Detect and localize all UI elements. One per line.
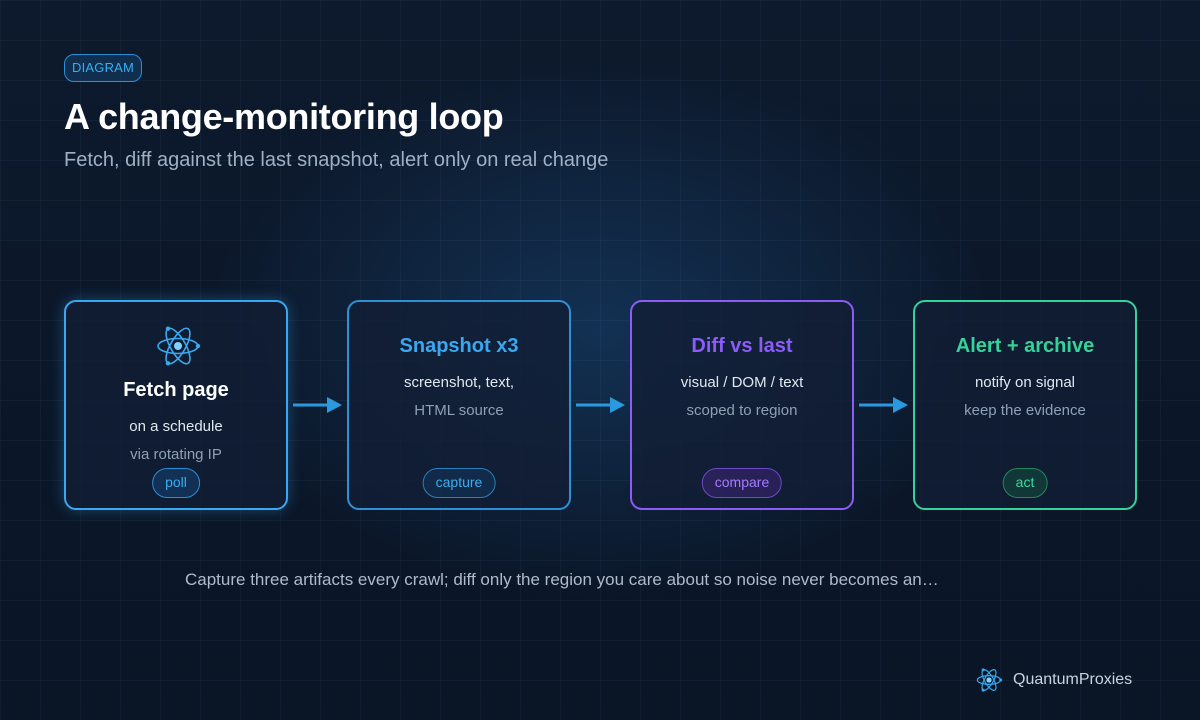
step-line-1: notify on signal xyxy=(974,374,1076,391)
step-heading: Snapshot x3 xyxy=(399,335,519,357)
step-card-snapshot: Snapshot x3 screenshot, text, HTML sourc… xyxy=(347,300,571,510)
step-tag: compare xyxy=(701,468,783,498)
step-card-fetch: Fetch page on a schedule via rotating IP… xyxy=(64,300,288,510)
brand-name: QuantumProxies xyxy=(1013,671,1133,688)
step-tag: act xyxy=(1002,468,1048,498)
step-line-1: screenshot, text, xyxy=(403,374,515,391)
step-heading: Fetch page xyxy=(123,379,229,401)
atom-logo-icon xyxy=(976,668,1003,692)
step-line-1: on a schedule xyxy=(129,418,223,435)
step-heading: Alert + archive xyxy=(955,335,1095,357)
step-tag: poll xyxy=(152,468,200,498)
step-card-alert: Alert + archive notify on signal keep th… xyxy=(913,300,1137,510)
diagram-tag: DIAGRAM xyxy=(64,54,143,82)
diagram-caption: Capture three artifacts every crawl; dif… xyxy=(185,570,939,589)
page-subtitle: Fetch, diff against the last snapshot, a… xyxy=(64,149,609,171)
step-line-2: keep the evidence xyxy=(964,402,1086,419)
flow-arrow-1 xyxy=(293,397,342,413)
flow-arrow-3 xyxy=(859,397,908,413)
atom-icon xyxy=(157,326,201,366)
step-line-2: HTML source xyxy=(414,402,504,419)
step-line-2: via rotating IP xyxy=(130,446,222,463)
step-line-2: scoped to region xyxy=(686,402,798,419)
page-title: A change-monitoring loop xyxy=(64,96,504,137)
step-tag: capture xyxy=(422,468,496,498)
step-heading: Diff vs last xyxy=(691,335,793,357)
brand: QuantumProxies xyxy=(975,666,1132,694)
flow-arrow-2 xyxy=(576,397,625,413)
step-line-1: visual / DOM / text xyxy=(680,374,804,391)
step-card-diff: Diff vs last visual / DOM / text scoped … xyxy=(630,300,854,510)
